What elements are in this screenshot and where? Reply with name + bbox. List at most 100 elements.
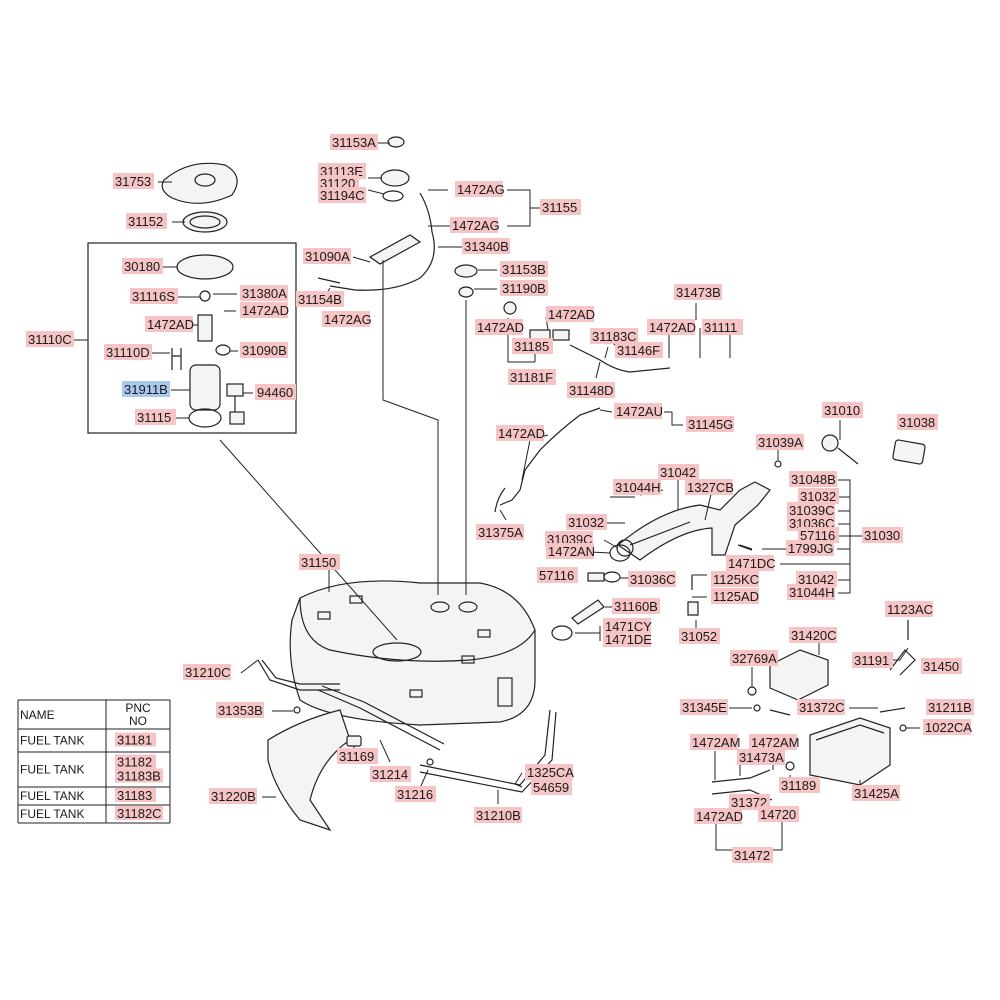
callout-31450[interactable]: 31450 <box>921 658 962 674</box>
callout-31911b[interactable]: 31911B <box>122 381 170 397</box>
callout-94460[interactable]: 94460 <box>255 384 296 400</box>
callout-1022ca[interactable]: 1022CA <box>923 719 972 735</box>
callout-1472ad[interactable]: 1472AD <box>694 808 743 824</box>
callout-31340b[interactable]: 31340B <box>462 238 510 254</box>
callout-31420c[interactable]: 31420C <box>789 627 837 643</box>
callout-1472ad[interactable]: 1472AD <box>475 319 524 335</box>
callout-31052[interactable]: 31052 <box>679 628 720 644</box>
callout-1472an[interactable]: 1472AN <box>546 543 595 559</box>
callout-31044h[interactable]: 31044H <box>613 479 661 495</box>
callout-31211b[interactable]: 31211B <box>926 699 974 715</box>
tbl-pnc-31183b[interactable]: 31183B <box>115 768 163 784</box>
callout-31153a[interactable]: 31153A <box>330 134 378 150</box>
callout-1125kc[interactable]: 1125KC <box>711 571 759 587</box>
callout-1472ad[interactable]: 1472AD <box>240 302 289 318</box>
callout-31183c[interactable]: 31183C <box>590 328 638 344</box>
callout-31473b[interactable]: 31473B <box>674 284 722 300</box>
callout-1472ad[interactable]: 1472AD <box>145 316 194 332</box>
callout-31154b[interactable]: 31154B <box>296 291 344 307</box>
callout-31191[interactable]: 31191 <box>852 652 893 668</box>
callout-31116s[interactable]: 31116S <box>130 288 178 304</box>
callout-31190b[interactable]: 31190B <box>500 280 548 296</box>
callout-31010[interactable]: 31010 <box>822 402 863 418</box>
callout-31030[interactable]: 31030 <box>862 527 903 543</box>
callout-1472am[interactable]: 1472AM <box>690 734 740 750</box>
callout-31210b[interactable]: 31210B <box>474 807 522 823</box>
callout-1325ca[interactable]: 1325CA <box>525 764 574 780</box>
callout-31185[interactable]: 31185 <box>512 338 553 354</box>
callout-1472ag[interactable]: 1472AG <box>322 311 372 327</box>
callout-31214[interactable]: 31214 <box>370 766 411 782</box>
callout-bg <box>567 382 615 398</box>
callout-31372c[interactable]: 31372C <box>797 699 845 715</box>
callout-1472ag[interactable]: 1472AG <box>450 217 500 233</box>
callout-31345e[interactable]: 31345E <box>680 699 728 715</box>
callout-31153b[interactable]: 31153B <box>500 261 548 277</box>
callout-31048b[interactable]: 31048B <box>789 471 837 487</box>
callout-1472ad[interactable]: 1472AD <box>647 319 696 335</box>
callout-31194c[interactable]: 31194C <box>318 187 366 203</box>
callout-54659[interactable]: 54659 <box>531 779 572 795</box>
callout-1472au[interactable]: 1472AU <box>614 403 663 419</box>
callout-31152[interactable]: 31152 <box>126 213 167 229</box>
callout-31036c[interactable]: 31036C <box>628 571 676 587</box>
callout-57116[interactable]: 57116 <box>537 567 578 583</box>
callout-1472ag[interactable]: 1472AG <box>455 181 505 197</box>
callout-1327cb[interactable]: 1327CB <box>685 479 734 495</box>
callout-31210c[interactable]: 31210C <box>183 664 231 680</box>
callout-14720[interactable]: 14720 <box>758 806 799 822</box>
callout-bg <box>500 261 548 277</box>
callout-57116[interactable]: 57116 <box>798 527 839 543</box>
callout-1799jg[interactable]: 1799JG <box>786 540 834 556</box>
callout-text: 31111 <box>704 320 737 335</box>
tbl-pnc-31183[interactable]: 31183 <box>115 788 156 803</box>
callout-31110c[interactable]: 31110C <box>26 331 74 347</box>
callout-text: 1325CA <box>527 765 574 780</box>
callout-31473a[interactable]: 31473A <box>737 749 785 765</box>
tbl-pnc-31182[interactable]: 31182 <box>115 754 156 770</box>
callout-31160b[interactable]: 31160B <box>612 598 660 614</box>
callout-31110d[interactable]: 31110D <box>104 344 152 360</box>
callout-31181f[interactable]: 31181F <box>508 369 556 385</box>
callout-31220b[interactable]: 31220B <box>209 788 257 804</box>
callout-1471cy[interactable]: 1471CY <box>603 618 652 634</box>
callout-31425a[interactable]: 31425A <box>852 785 900 801</box>
callout-31042[interactable]: 31042 <box>796 571 837 587</box>
callout-1125ad[interactable]: 1125AD <box>711 588 759 604</box>
callout-31032[interactable]: 31032 <box>798 488 839 504</box>
callout-31150[interactable]: 31150 <box>299 554 340 570</box>
callout-1472ad[interactable]: 1472AD <box>546 306 595 322</box>
callout-31038[interactable]: 31038 <box>897 414 938 430</box>
callout-31090b[interactable]: 31090B <box>240 342 288 358</box>
callout-31115[interactable]: 31115 <box>135 409 176 425</box>
callout-31216[interactable]: 31216 <box>395 786 436 802</box>
callout-30180[interactable]: 30180 <box>122 258 163 274</box>
callout-31042[interactable]: 31042 <box>658 464 699 480</box>
callout-31146f[interactable]: 31146F <box>615 342 663 358</box>
callout-31189[interactable]: 31189 <box>779 777 820 793</box>
callout-31169[interactable]: 31169 <box>337 748 378 764</box>
callout-31090a[interactable]: 31090A <box>303 248 351 264</box>
callout-31472[interactable]: 31472 <box>732 847 773 863</box>
callout-1123ac[interactable]: 1123AC <box>885 601 933 617</box>
tbl-pnc-31182c[interactable]: 31182C <box>115 806 163 821</box>
callout-1471de[interactable]: 1471DE <box>603 631 652 647</box>
callout-31353b[interactable]: 31353B <box>216 702 264 718</box>
callout-31753[interactable]: 31753 <box>113 173 154 189</box>
callout-31380a[interactable]: 31380A <box>240 285 288 301</box>
callout-31039c[interactable]: 31039C <box>787 502 835 518</box>
tbl-pnc-31181[interactable]: 31181 <box>115 732 156 748</box>
callout-31148d[interactable]: 31148D <box>567 382 615 398</box>
callout-1472am[interactable]: 1472AM <box>749 734 799 750</box>
callout-31032[interactable]: 31032 <box>566 514 607 530</box>
callout-32769a[interactable]: 32769A <box>730 650 778 666</box>
callout-1471dc[interactable]: 1471DC <box>726 555 776 571</box>
callout-31145g[interactable]: 31145G <box>686 416 734 432</box>
callout-31039a[interactable]: 31039A <box>756 434 804 450</box>
callout-31044h[interactable]: 31044H <box>787 584 835 600</box>
callout-31155[interactable]: 31155 <box>540 199 581 215</box>
callout-1472ad[interactable]: 1472AD <box>496 425 545 441</box>
callout-31375a[interactable]: 31375A <box>476 524 524 540</box>
callout-31111[interactable]: 31111 <box>702 319 743 335</box>
callout-text: 57116 <box>800 528 835 543</box>
